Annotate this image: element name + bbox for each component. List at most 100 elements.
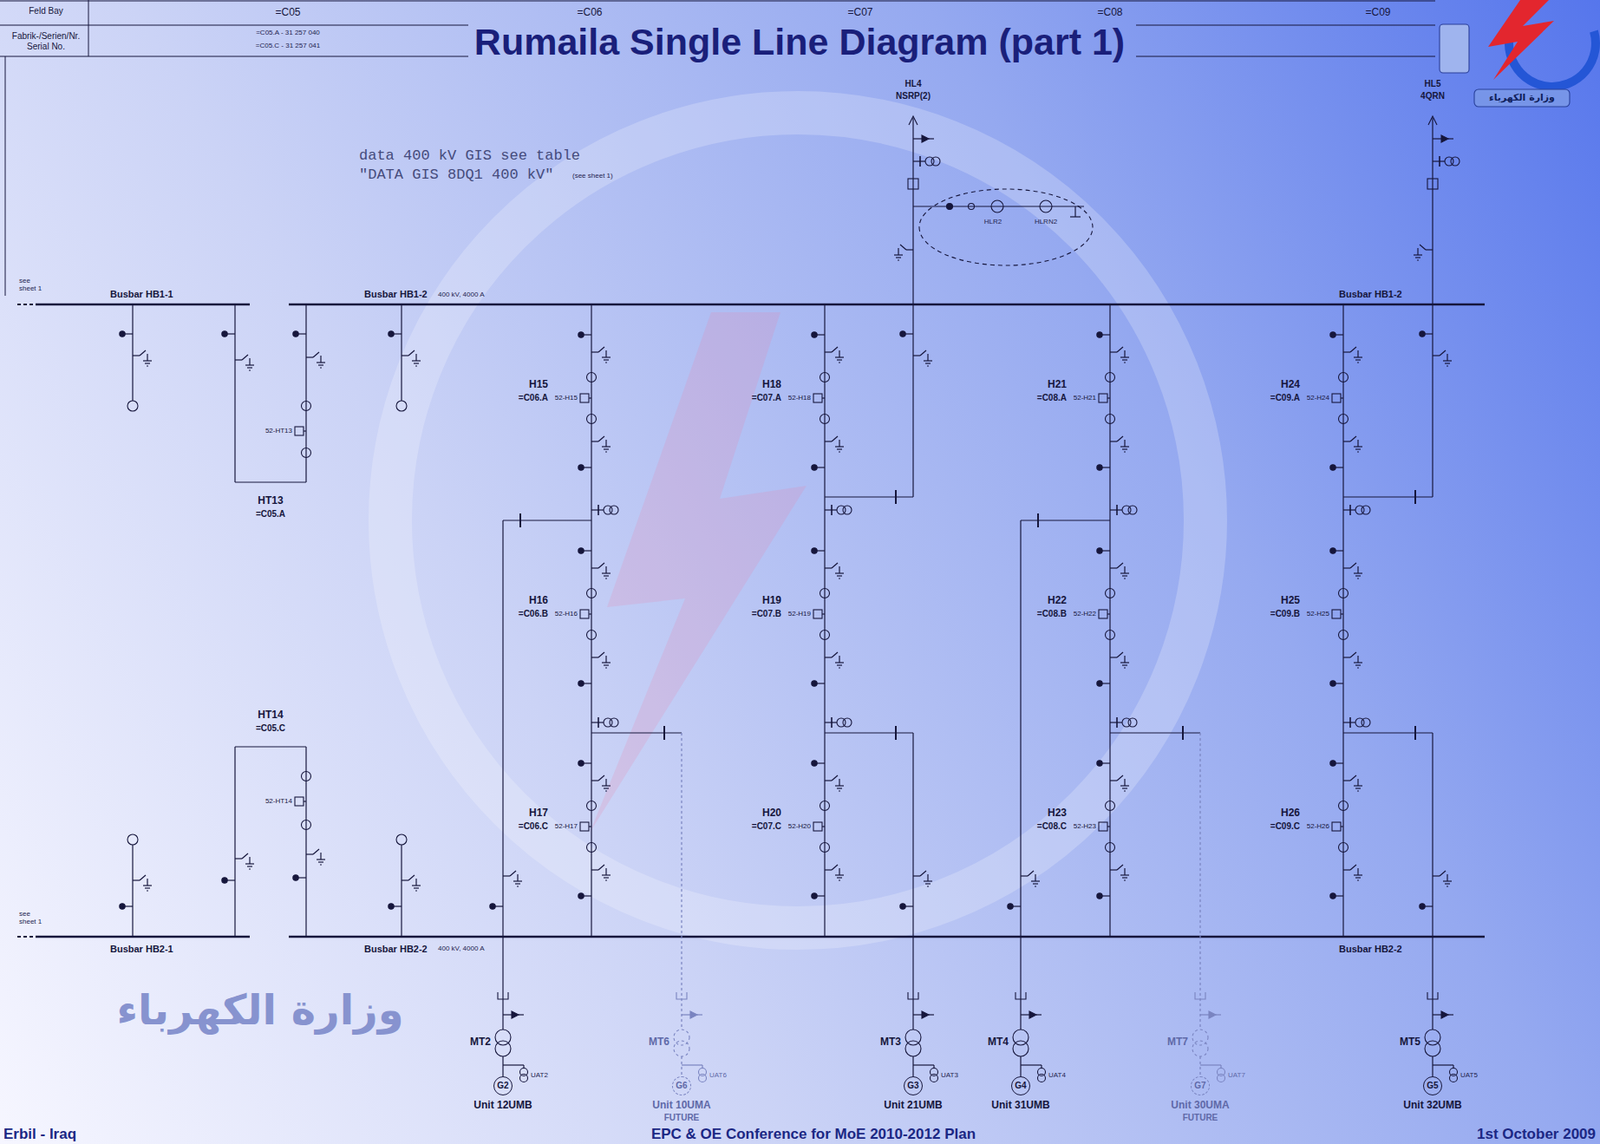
ground-symbol (1443, 880, 1452, 882)
earthing-switch (139, 350, 146, 356)
device-label: 52-HT14 (265, 796, 293, 805)
voltage-transformer (1361, 718, 1371, 727)
disconnector-symbol (578, 760, 584, 766)
disconnector-symbol (583, 466, 592, 468)
generator-lead (502, 1056, 503, 1077)
earthing-switch (139, 875, 146, 881)
earthing-switch (605, 655, 607, 663)
table-rule (0, 0, 1436, 2)
earthing-switch (824, 440, 832, 442)
disconnector-symbol (393, 333, 402, 334)
bay-label: H21 (1047, 378, 1067, 392)
earthing-switch (591, 351, 599, 353)
current-transformer (587, 842, 597, 853)
bay-label: MT3 (880, 1036, 902, 1049)
logo-bolt (1488, 0, 1555, 80)
busbar-continuation (17, 935, 36, 938)
ground-symbol (1120, 572, 1130, 574)
busbar-label: Busbar HB1-2 (364, 288, 428, 301)
ground-symbol (835, 874, 844, 876)
ground-symbol (605, 666, 608, 668)
disconnector-symbol (119, 331, 125, 337)
voltage-transformer (1349, 504, 1352, 516)
note-label: =C05.C - 31 257 041 (255, 41, 321, 50)
device-label: 52-HT13 (265, 426, 293, 435)
surge-arrester (1029, 1011, 1037, 1019)
disconnector-symbol (124, 333, 133, 334)
disconnector-symbol (900, 331, 906, 337)
surge-arrester (1448, 137, 1454, 139)
ground-symbol (1120, 356, 1130, 358)
ground-symbol (146, 889, 149, 891)
bay-label: HT13 (257, 495, 283, 508)
bay-code: =C05.A (255, 509, 286, 520)
breaker-symbol (294, 796, 304, 806)
disconnector-symbol (811, 760, 817, 766)
ground-symbol (1355, 448, 1361, 450)
disconnector-symbol (1424, 333, 1433, 334)
earthing-switch (146, 878, 148, 886)
table-cell: =C08 (1097, 6, 1123, 20)
transformer-label: MT6 (648, 1036, 670, 1049)
ground-symbol (143, 884, 152, 886)
generator-lead (680, 1056, 682, 1077)
earthing-switch (241, 354, 249, 360)
disconnector-symbol (1335, 894, 1344, 896)
breaker-symbol (580, 609, 589, 619)
coupler-line (234, 746, 236, 937)
transformer-symbol (1424, 1040, 1441, 1057)
current-transformer (587, 372, 597, 383)
ground-symbol (516, 885, 519, 887)
generator-name: G4 (1014, 1081, 1026, 1091)
ground-symbol (925, 362, 931, 364)
ground-symbol (1353, 661, 1363, 663)
ground-symbol (1120, 661, 1130, 663)
uat-lead (681, 1064, 703, 1065)
device-label: 52-H17 (555, 822, 578, 830)
tee-line (824, 731, 914, 733)
voltage-transformer (1438, 156, 1441, 167)
disconnector-symbol (1330, 680, 1336, 686)
disconnector-symbol (1102, 894, 1111, 896)
surge-arrester (928, 137, 934, 139)
voltage-transformer (830, 717, 833, 728)
ground-symbol (835, 356, 844, 358)
surge-arrester (921, 1011, 929, 1019)
breaker-symbol (588, 397, 592, 399)
ground-symbol (835, 784, 844, 786)
earthing-switch (831, 652, 838, 658)
disconnector-symbol (583, 762, 592, 764)
coupler-line (235, 481, 307, 483)
ground-symbol (413, 887, 419, 889)
breaker-symbol (588, 825, 592, 827)
bay-end-bar (894, 489, 897, 504)
disconnector-symbol (293, 331, 299, 337)
line-arrow (1428, 116, 1437, 125)
voltage-transformer (1361, 505, 1371, 515)
voltage-transformer (591, 509, 604, 510)
disconnector-symbol (222, 877, 228, 883)
earthing-switch (1110, 351, 1117, 353)
table-cell: Fabrik-/Serien/Nr. Serial No. (4, 31, 88, 52)
tee-line (1020, 519, 1111, 521)
ground-symbol (838, 361, 841, 363)
earthing-switch (913, 875, 921, 876)
busbar-label: Busbar HB2-2 (1338, 943, 1403, 955)
ground-symbol (1444, 362, 1450, 364)
bay-label: H16 (528, 594, 549, 608)
generator-circle: G6 (672, 1076, 692, 1096)
bay-code: HL5 (1424, 78, 1442, 90)
current-transformer (820, 842, 830, 853)
generator-lead (1019, 1056, 1021, 1077)
voltage-transformer (830, 504, 833, 516)
voltage-transformer (824, 721, 837, 723)
device-label: 52-H24 (1306, 393, 1330, 402)
ground-symbol (836, 664, 843, 666)
earthing-switch (1425, 248, 1433, 250)
ground-symbol (601, 661, 611, 663)
ground-symbol (318, 861, 324, 863)
ground-symbol (1355, 876, 1361, 878)
bay-end-bar (1037, 513, 1039, 528)
reactor-switch (946, 203, 954, 210)
